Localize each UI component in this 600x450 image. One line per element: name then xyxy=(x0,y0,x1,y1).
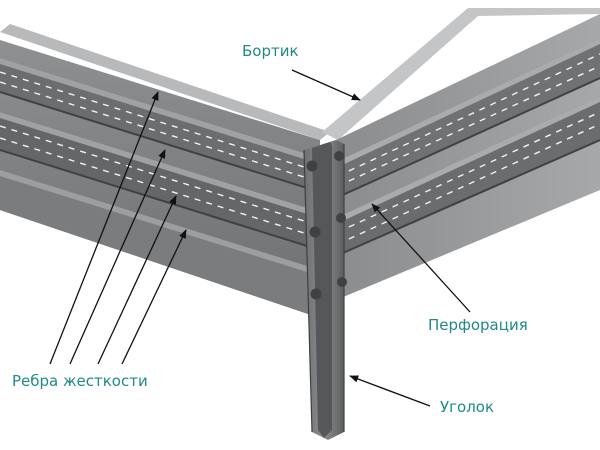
arrow-rebra-3 xyxy=(97,195,177,365)
arrow-bortik xyxy=(291,69,361,101)
label-bortik: Бортик xyxy=(242,42,299,60)
label-ugolok: Уголок xyxy=(440,398,495,416)
right-side-panel xyxy=(322,8,600,300)
arrow-rebra-1 xyxy=(49,91,159,365)
corner-post xyxy=(303,140,347,440)
arrow-rebra-2 xyxy=(69,149,166,365)
label-rebra: Ребра жесткости xyxy=(12,372,148,390)
arrow-rebra-4 xyxy=(121,229,187,365)
callout-arrows xyxy=(49,69,471,407)
label-perforatsiya: Перфорация xyxy=(428,316,528,334)
arrow-perforatsiya xyxy=(371,203,471,313)
arrow-ugolok xyxy=(349,375,431,407)
left-side-panel xyxy=(0,24,330,318)
